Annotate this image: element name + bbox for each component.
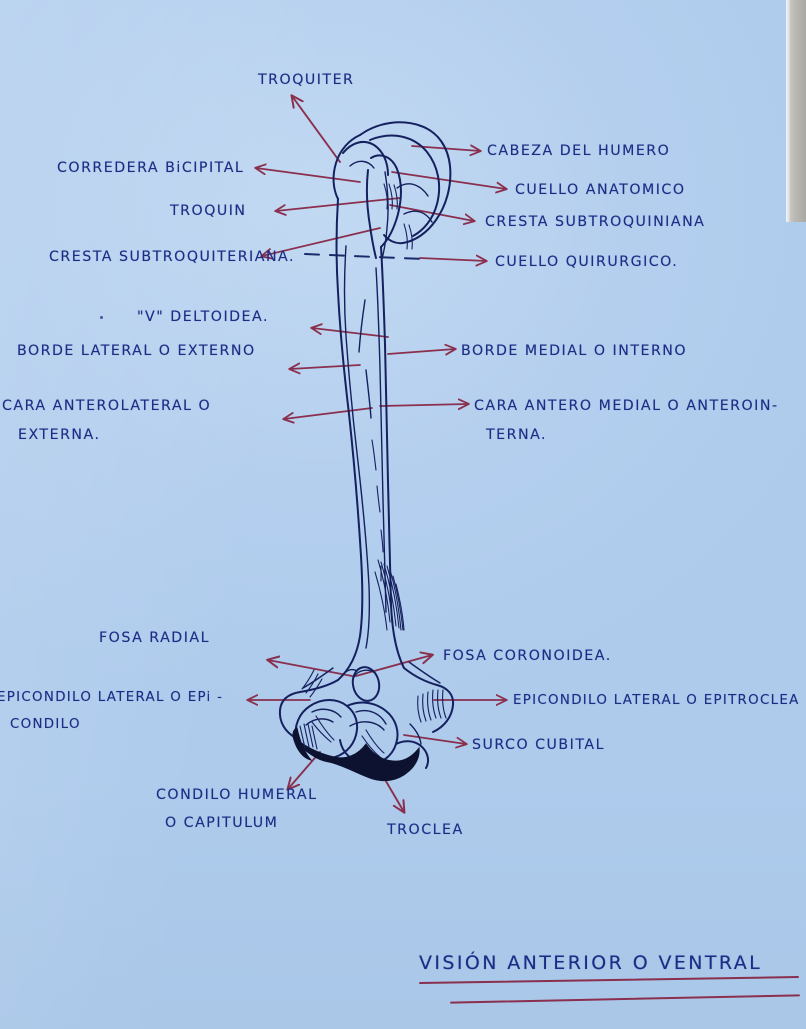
page-title: VISIÓN ANTERIOR O VENTRAL (419, 952, 763, 974)
label-troquin: TROQUIN (170, 203, 247, 219)
lateral-epicondyle-outline (278, 679, 339, 739)
arrow-borde-medial (387, 349, 455, 354)
label-troquiter: TROQUITER (258, 72, 355, 88)
medial-epicondyle-outline (403, 667, 455, 733)
neck-hatch-2 (408, 224, 413, 250)
greater-tubercle-outline (332, 134, 361, 200)
arrow-cuello-quirurgico (419, 258, 486, 261)
shaft-lateral-border (335, 198, 364, 681)
label-fosa-radial: FOSA RADIAL (99, 630, 211, 646)
lateral-supracondylar-ridge (302, 667, 334, 689)
arrow-condilo-humeral (288, 751, 321, 789)
humeral-head-outline (359, 121, 452, 244)
shaft-anterior-dash-b (376, 485, 381, 513)
shaft-anterior-ridge-1 (358, 299, 366, 353)
trochlea-medial-lip (395, 740, 430, 769)
trochlea-groove-1 (355, 709, 387, 725)
capitulum-axis-line (315, 715, 335, 741)
arrow-corredera-bicipital (256, 168, 361, 183)
tubercle-hatch-2 (388, 183, 393, 210)
label-fosa-coronoidea: FOSA CORONOIDEA. (443, 648, 612, 664)
lateral-shadow-mass (292, 727, 313, 761)
trochlea-shade-2 (361, 735, 381, 758)
label-troclea: TROCLEA (387, 822, 464, 838)
arrow-troquiter (292, 96, 341, 163)
arrow-v-deltoidea (312, 328, 389, 338)
trochlea-groove-2 (349, 721, 385, 731)
bicipital-groove-left (365, 169, 377, 259)
trochlea-shade-1 (365, 729, 385, 754)
head-shade-curve (403, 210, 433, 223)
shaft-anterior-dash-c (380, 529, 384, 553)
lat-hatch-3 (309, 678, 323, 698)
supracondylar-hatching (374, 559, 405, 631)
label-epitroclea: EPICONDILO LATERAL O EPITROCLEA (513, 693, 800, 708)
shaft-anterior-ridge-2 (365, 369, 372, 419)
arrow-cresta-subtroquiniana (389, 204, 474, 221)
greater-tubercle-facet (349, 160, 375, 169)
arrow-cuello-anatomico (391, 171, 506, 189)
shaft-medial-inner-line (375, 267, 387, 613)
label-epicondilo-lateral-line2: CONDILO (10, 717, 81, 732)
tubercle-hatch-1 (383, 183, 388, 210)
label-borde-lateral-externo: BORDE LATERAL O EXTERNO (17, 343, 256, 359)
label-condilo-humeral-line1: CONDILO HUMERAL (156, 787, 318, 803)
head-articular-crease (369, 134, 441, 237)
arrow-cara-anteromedial (379, 404, 468, 406)
desk-edge-highlight (786, 0, 790, 222)
label-borde-medial-interno: BORDE MEDIAL O INTERNO (461, 343, 688, 359)
surgical-neck-dashed-line (304, 253, 425, 260)
arrow-cresta-subtroquiteriana (262, 227, 381, 256)
humeral-head-lower (383, 234, 404, 245)
shadow-hatch-left (299, 723, 318, 750)
greater-tubercle-inner (342, 140, 389, 176)
arrow-fosa-coronoidea (355, 655, 432, 677)
label-cabeza-del-humero: CABEZA DEL HUMERO (487, 143, 671, 159)
label-cuello-quirurgico: CUELLO QUIRURGICO. (495, 254, 679, 270)
label-cuello-anatomico: CUELLO ANATOMICO (515, 182, 686, 198)
lat-hatch-2 (305, 673, 319, 694)
label-cara-anteromedial-line1: CARA ANTERO MEDIAL O ANTEROIN- (474, 398, 779, 414)
label-cresta-subtroquiniana: CRESTA SUBTROQUINIANA (485, 214, 706, 230)
arrow-fosa-radial (268, 660, 353, 677)
shaft-anterior-dash-a (371, 439, 377, 471)
label-v-deltoidea: "V" DELTOIDEA. (137, 309, 269, 325)
capitulum-crease-2 (305, 718, 334, 726)
label-surco-cubital: SURCO CUBITAL (472, 737, 606, 753)
radial-fossa-mark (341, 668, 358, 677)
fossa-rim (353, 669, 376, 678)
label-condilo-humeral-line2: O CAPITULUM (165, 815, 279, 831)
label-epicondilo-lateral-line1: EPICONDILO LATERAL O EPi - (0, 690, 224, 705)
label-corredera-bicipital: CORREDERA BiCIPITAL (57, 160, 245, 176)
neck-hatch-1 (403, 223, 408, 250)
cubital-groove-line (409, 723, 422, 745)
label-cresta-subtroquiteriana: CRESTA SUBTROQUITERIANA. (49, 249, 296, 265)
label-cara-anteromedial-line2: TERNA. (486, 427, 548, 443)
coronoid-fossa (351, 666, 381, 702)
lat-hatch-1 (301, 669, 315, 690)
medial-epicondyle-hatching (417, 689, 447, 723)
label-cara-anterolateral-line2: EXTERNA. (18, 427, 101, 443)
shaft-lateral-inner-line (343, 245, 371, 649)
capitulum-crease-1 (311, 708, 342, 718)
capitulum-axis-line-2 (311, 721, 332, 743)
medial-supracondylar-ridge (408, 661, 441, 684)
inferior-shadow-mass (299, 741, 420, 782)
label-cara-anterolateral-line1: CARA ANTEROLATERAL O (2, 398, 212, 414)
desk-edge (788, 0, 806, 222)
tubercle-hatch-3 (393, 184, 398, 210)
arrow-surco-cubital (403, 734, 466, 744)
arrow-cara-anterolateral (284, 407, 373, 419)
bicipital-groove-right (381, 171, 389, 260)
stray-ink-dot (100, 316, 103, 319)
lesser-tubercle-outline (370, 154, 402, 248)
anatomical-neck-line (396, 183, 429, 197)
